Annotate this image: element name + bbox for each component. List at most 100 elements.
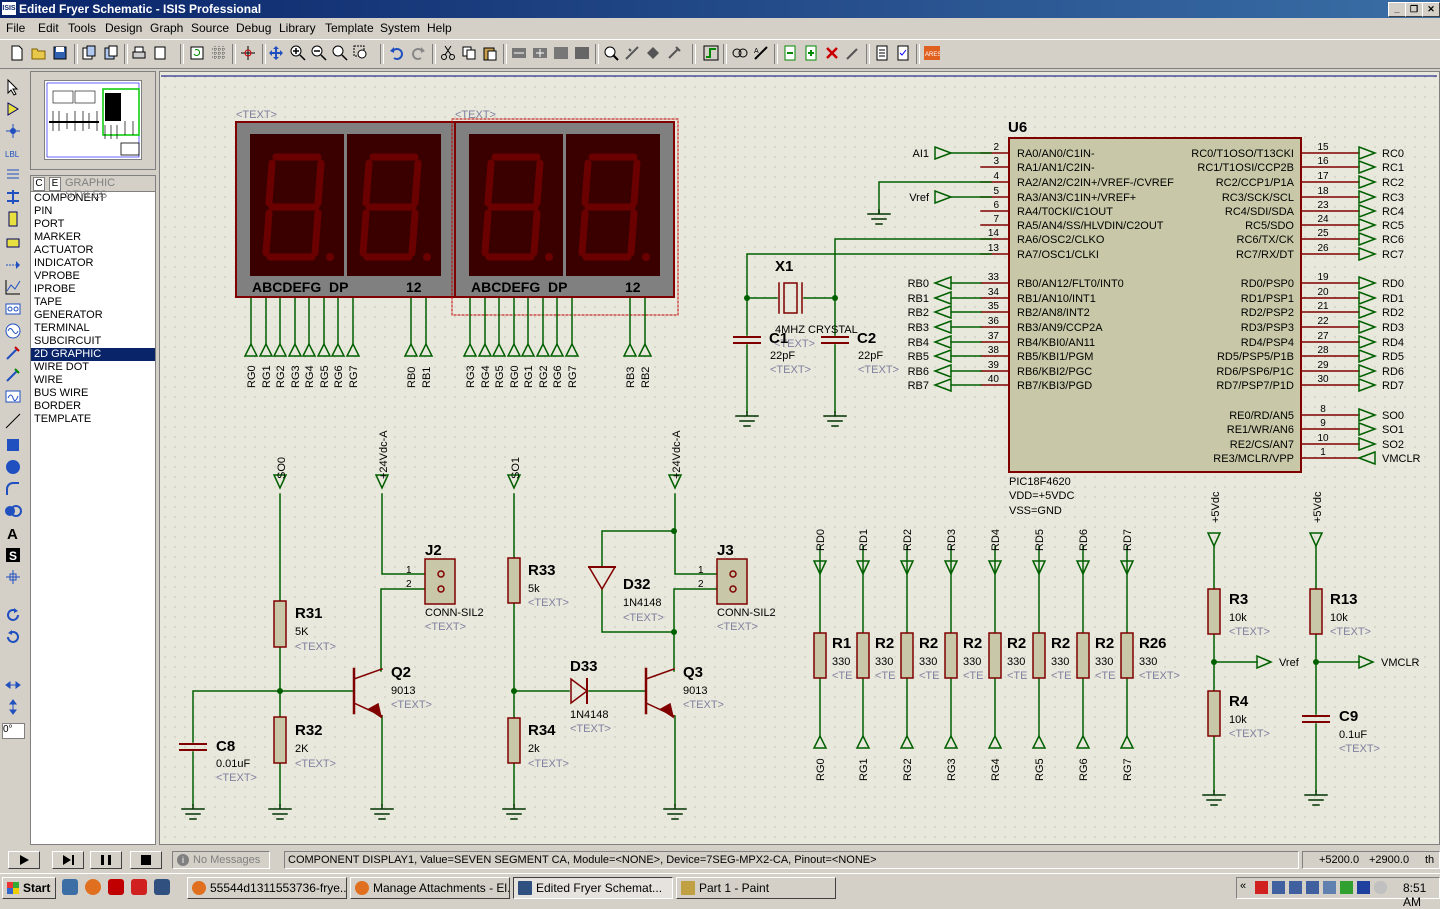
task-manage-attachments[interactable]: Manage Attachments - El...: [350, 877, 510, 899]
net-terminal[interactable]: AI1: [912, 145, 954, 161]
graphic-style-item[interactable]: TERMINAL: [34, 322, 90, 334]
menu-system[interactable]: System: [380, 21, 421, 35]
display-pin-terminal[interactable]: RB0: [403, 298, 419, 388]
display-pin-terminal[interactable]: RB3: [622, 298, 638, 388]
search-tag-icon[interactable]: [732, 45, 748, 61]
net-terminal[interactable]: SO0: [1358, 407, 1404, 423]
arc-tool-icon[interactable]: [4, 480, 22, 498]
graphic-style-item[interactable]: IPROBE: [34, 283, 76, 295]
zoom-all-icon[interactable]: [332, 45, 348, 61]
save-icon[interactable]: [52, 45, 68, 61]
net-terminal[interactable]: RC4: [1358, 203, 1404, 219]
net-terminal[interactable]: RD2: [1358, 304, 1404, 320]
ie-quicklaunch-icon[interactable]: [62, 879, 78, 895]
tray-network2-icon[interactable]: [1306, 881, 1319, 894]
graphic-style-item[interactable]: ACTUATOR: [34, 244, 94, 256]
text-tool-icon[interactable]: A: [4, 524, 22, 543]
block-delete-icon[interactable]: [574, 45, 590, 61]
graphic-style-item[interactable]: WIRE: [34, 374, 63, 386]
device-pins-icon[interactable]: [4, 256, 22, 274]
mode-tab-c[interactable]: C: [33, 177, 45, 191]
mclr-reset-network[interactable]: [1302, 532, 1375, 806]
net-terminal[interactable]: VMCLR: [1356, 450, 1421, 466]
overview-map[interactable]: [44, 80, 142, 160]
menu-graph[interactable]: Graph: [150, 21, 184, 35]
tray-volume-icon[interactable]: [1374, 881, 1387, 894]
paste-icon[interactable]: [482, 45, 498, 61]
display-pin-terminal[interactable]: RG1: [520, 298, 536, 388]
mirror-vertical-icon[interactable]: [4, 698, 22, 716]
display-pin-terminal[interactable]: RG6: [549, 298, 565, 388]
crystal-x1[interactable]: [744, 282, 838, 314]
export-icon[interactable]: [103, 45, 119, 61]
ares-netlist-icon[interactable]: ARES: [924, 45, 941, 61]
tray-expand-icon[interactable]: «: [1240, 880, 1247, 892]
menu-design[interactable]: Design: [105, 21, 143, 35]
display-pin-terminal[interactable]: RB2: [637, 298, 653, 388]
display-pin-terminal[interactable]: RG3: [462, 298, 478, 388]
tray-network-icon[interactable]: [1289, 881, 1302, 894]
menu-template[interactable]: Template: [325, 21, 374, 35]
menu-help[interactable]: Help: [427, 21, 452, 35]
display-pin-terminal[interactable]: RG4: [301, 298, 317, 388]
capacitor-c1[interactable]: [733, 297, 761, 427]
graphic-style-item[interactable]: MARKER: [34, 231, 82, 243]
display-1[interactable]: [235, 121, 456, 298]
voltage-probe-icon[interactable]: [4, 344, 22, 362]
make-device-icon[interactable]: [624, 45, 640, 61]
display-pin-terminal[interactable]: RG0: [243, 298, 259, 388]
graphic-style-item[interactable]: TEMPLATE: [34, 413, 92, 425]
bill-of-materials-icon[interactable]: [874, 45, 890, 61]
capacitor-c2[interactable]: [821, 297, 849, 427]
play-button[interactable]: [8, 851, 40, 869]
net-terminal[interactable]: RC5: [1358, 217, 1404, 233]
net-terminal[interactable]: RC0: [1358, 145, 1404, 161]
net-terminal[interactable]: RC3: [1358, 189, 1404, 205]
display-pin-terminal[interactable]: RB1: [418, 298, 434, 388]
virtual-instruments-icon[interactable]: [4, 388, 22, 406]
net-terminal[interactable]: RD6: [1358, 363, 1404, 379]
open-folder-icon[interactable]: [31, 45, 47, 61]
zoom-area-icon[interactable]: [353, 45, 369, 61]
graphic-style-item[interactable]: WIRE DOT: [34, 361, 89, 373]
menu-library[interactable]: Library: [279, 21, 316, 35]
menu-edit[interactable]: Edit: [38, 21, 59, 35]
display-pin-terminal[interactable]: RG2: [535, 298, 551, 388]
graphic-style-item[interactable]: TAPE: [34, 296, 62, 308]
current-probe-icon[interactable]: [4, 366, 22, 384]
net-terminal[interactable]: SO2: [1358, 436, 1404, 452]
net-terminal[interactable]: RD0: [1358, 275, 1404, 291]
subcircuit-icon[interactable]: [4, 210, 22, 228]
wire-label-icon[interactable]: LBL: [4, 144, 22, 162]
net-terminal[interactable]: RB4: [908, 334, 982, 350]
step-button[interactable]: [52, 851, 84, 869]
graphic-style-item[interactable]: 2D GRAPHIC: [31, 348, 155, 361]
zoom-out-icon[interactable]: [311, 45, 327, 61]
display-pin-terminal[interactable]: RG0: [506, 298, 522, 388]
component-mode-icon[interactable]: [4, 100, 22, 118]
rotate-clockwise-icon[interactable]: [4, 606, 22, 624]
block-copy-icon[interactable]: [511, 45, 527, 61]
overview-window[interactable]: [30, 71, 156, 170]
rotate-anticlockwise-icon[interactable]: [4, 628, 22, 646]
package-tool-icon[interactable]: [645, 45, 661, 61]
tape-recorder-icon[interactable]: [4, 300, 22, 318]
graphic-style-item[interactable]: INDICATOR: [34, 257, 94, 269]
net-terminal[interactable]: RB7: [908, 377, 982, 393]
net-terminal[interactable]: RD4: [1358, 334, 1404, 350]
copy-icon[interactable]: [461, 45, 477, 61]
tray-bluetooth-icon[interactable]: [1357, 881, 1370, 894]
display-pin-terminal[interactable]: RG3: [287, 298, 303, 388]
graph-mode-icon[interactable]: [4, 278, 22, 296]
graphic-style-item[interactable]: SUBCIRCUIT: [34, 335, 102, 347]
task-paint[interactable]: Part 1 - Paint: [676, 877, 836, 899]
generator-icon[interactable]: [4, 322, 22, 340]
tray-display-icon[interactable]: [1323, 881, 1336, 894]
graphic-style-item[interactable]: BORDER: [34, 400, 82, 412]
net-terminal[interactable]: Vref: [909, 189, 954, 205]
